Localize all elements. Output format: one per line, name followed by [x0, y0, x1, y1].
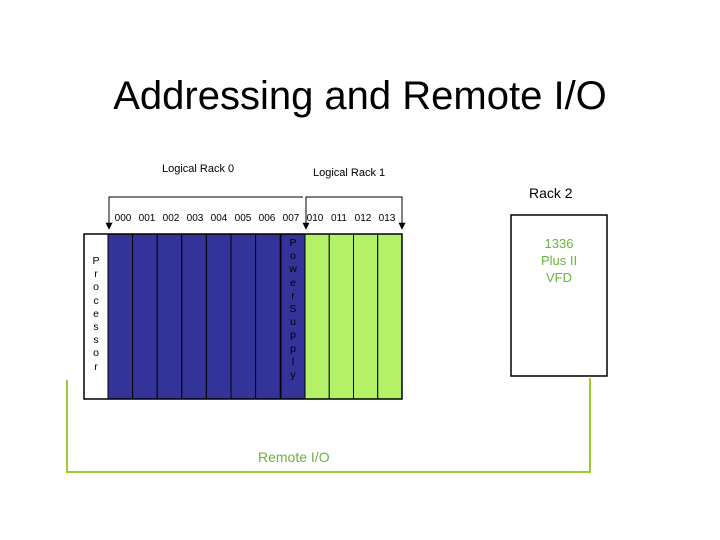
rack1-modules — [304, 233, 403, 400]
slot-number: 011 — [331, 213, 347, 224]
slot-number: 001 — [138, 213, 156, 224]
io-module-013 — [377, 233, 403, 400]
slot-number: 003 — [186, 213, 204, 224]
logical-rack-1-label: Logical Rack 1 — [313, 167, 386, 179]
logical-rack-1-bracket — [302, 196, 406, 230]
io-module-003 — [181, 233, 207, 400]
slot-number: 007 — [282, 213, 300, 224]
logical-rack-0-bracket — [105, 196, 303, 230]
io-module-004 — [205, 233, 232, 400]
drive-line: Plus II — [540, 253, 578, 268]
rack0-modules — [107, 233, 281, 400]
slot-number: 012 — [354, 213, 372, 224]
rack2-drive-box — [510, 214, 608, 377]
io-module-012 — [353, 233, 379, 400]
io-module-010 — [304, 233, 330, 400]
slot-number: 013 — [378, 213, 396, 224]
slot-number: 002 — [162, 213, 180, 224]
drive-line: 1336 — [544, 236, 574, 251]
rack-2-label: Rack 2 — [529, 185, 573, 201]
io-module-001 — [132, 233, 158, 400]
processor-label: P r o c e s s o r — [92, 255, 100, 373]
slot-number: 000 — [114, 213, 132, 224]
logical-rack-0-label: Logical Rack 0 — [162, 163, 235, 175]
remote-io-link — [66, 378, 591, 473]
io-module-006 — [255, 233, 281, 400]
drive-model-label: 1336 Plus II VFD — [511, 235, 607, 286]
power-supply-label: P o w e r S u p p l y — [289, 237, 297, 382]
io-module-002 — [156, 233, 183, 400]
chassis-outline — [83, 233, 403, 400]
slot-number: 006 — [258, 213, 276, 224]
page-title: Addressing and Remote I/O — [113, 74, 607, 118]
slot-number: 004 — [210, 213, 228, 224]
drive-line: VFD — [546, 270, 572, 285]
io-module-000 — [107, 233, 134, 400]
io-module-011 — [328, 233, 354, 400]
remote-io-label: Remote I/O — [258, 449, 330, 465]
slot-number: 010 — [306, 213, 324, 224]
slot-number: 005 — [234, 213, 252, 224]
io-module-005 — [230, 233, 257, 400]
